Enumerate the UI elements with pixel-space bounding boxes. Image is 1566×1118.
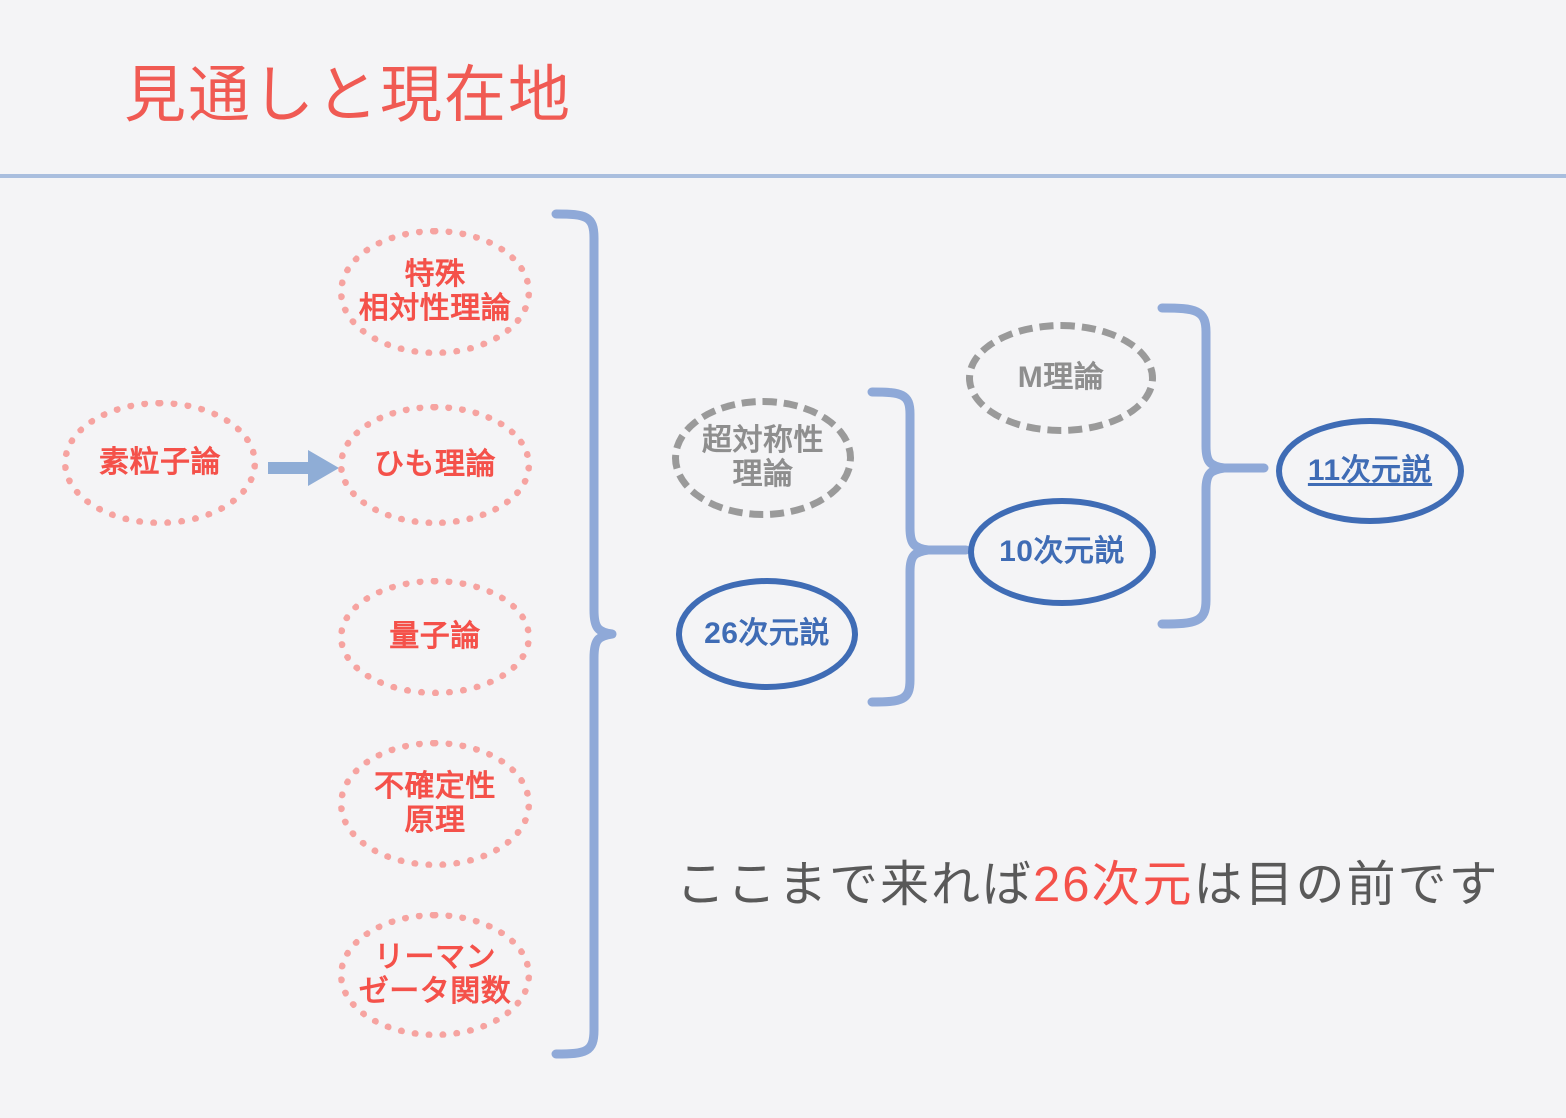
- node-label-stack: リーマン ゼータ関数: [359, 941, 512, 1008]
- node-fukakuteisei-genri[interactable]: 不確定性 原理: [338, 740, 532, 868]
- caption-highlight: 26次元: [1033, 858, 1194, 912]
- node-label: 素粒子論: [99, 446, 221, 480]
- node-soryushiron[interactable]: 素粒子論: [62, 400, 258, 526]
- title-divider: [0, 174, 1566, 178]
- node-label-line2: ゼータ関数: [358, 975, 512, 1008]
- caption-suffix: は目の前です: [1193, 858, 1500, 912]
- node-label-line1: 特殊: [404, 258, 466, 292]
- node-label: 11次元説: [1307, 454, 1433, 488]
- node-riemann-zeta-kansuu[interactable]: リーマン ゼータ関数: [338, 912, 532, 1038]
- node-label: M理論: [1017, 361, 1105, 395]
- node-label-line1: リーマン: [374, 941, 496, 975]
- node-label: ひも理論: [374, 448, 496, 482]
- node-label-stack: 特殊 相対性理論: [359, 258, 512, 325]
- node-tokushu-soutaiseiriron[interactable]: 特殊 相対性理論: [338, 228, 532, 356]
- node-label-stack: 不確定性 原理: [374, 770, 496, 837]
- node-label-line2: 理論: [732, 458, 794, 491]
- node-26-jigen-setsu[interactable]: 26次元説: [676, 578, 858, 690]
- node-11-jigen-setsu[interactable]: 11次元説: [1276, 418, 1464, 524]
- brace-right: [1152, 294, 1272, 634]
- node-m-riron[interactable]: M理論: [966, 322, 1156, 434]
- node-label-stack: 超対称性 理論: [702, 424, 824, 491]
- node-label-line2: 原理: [404, 804, 466, 837]
- arrow-right-icon: [268, 448, 340, 488]
- node-label: 10次元説: [999, 535, 1125, 569]
- node-10-jigen-setsu[interactable]: 10次元説: [968, 498, 1156, 606]
- caption-prefix: ここまで来れば: [676, 858, 1034, 912]
- node-label: 26次元説: [704, 617, 830, 651]
- caption: ここまで来れば26次元は目の前です: [676, 845, 1500, 916]
- node-label-line1: 超対称性: [702, 424, 824, 458]
- node-label: 量子論: [389, 620, 481, 654]
- node-choutaishousei-riron[interactable]: 超対称性 理論: [672, 398, 854, 518]
- node-ryoushiron[interactable]: 量子論: [338, 578, 532, 696]
- brace-left: [540, 200, 640, 1080]
- brace-mid: [862, 382, 972, 712]
- node-himoriron[interactable]: ひも理論: [338, 404, 532, 526]
- node-label-line2: 相対性理論: [358, 292, 512, 325]
- node-label-line1: 不確定性: [374, 770, 496, 804]
- page-title: 見通しと現在地: [124, 61, 573, 130]
